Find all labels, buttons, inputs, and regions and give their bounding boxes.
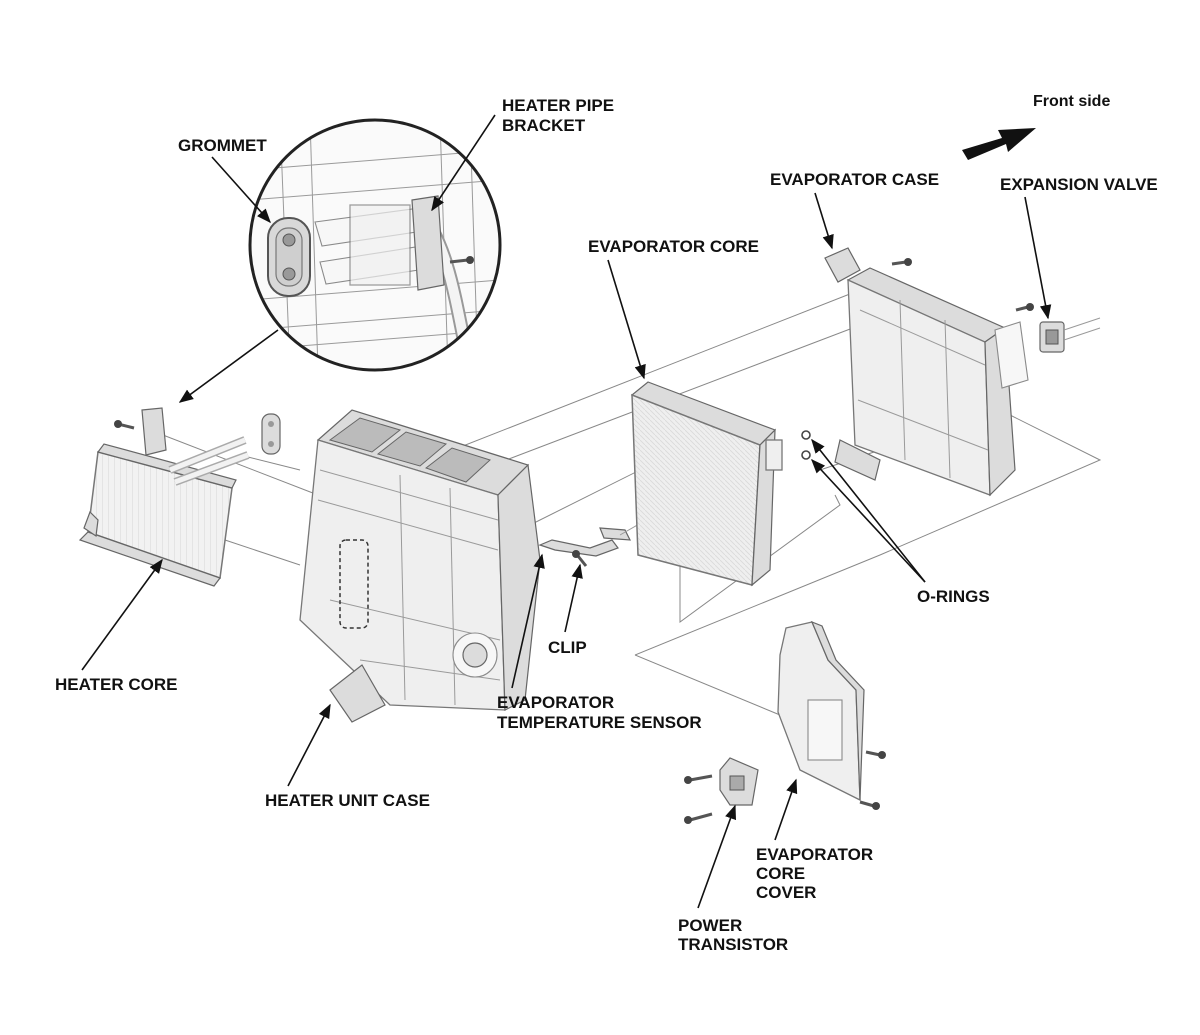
bracket-screw-icon — [449, 256, 474, 264]
power-transistor-part — [684, 757, 759, 824]
cover-screw-upper-icon — [865, 750, 886, 759]
evaporator-core-cover-label-line1: EVAPORATOR — [756, 845, 873, 864]
heater-unit-case-part — [299, 409, 541, 723]
front-side-indicator: Front side — [962, 93, 1110, 160]
evaporator-core-cover-label-line3: COVER — [756, 883, 816, 902]
o-rings-part — [801, 430, 811, 460]
transistor-screw-upper-icon — [684, 774, 713, 784]
grommet-part — [261, 413, 281, 455]
front-side-label: Front side — [1033, 93, 1110, 110]
zoom-pointer-arrow — [178, 329, 279, 403]
heater-pipe-bracket-label-line1: HEATER PIPE — [502, 96, 614, 115]
power-transistor-label-line1: POWER — [678, 916, 742, 935]
expansion-valve-screw-icon — [1015, 303, 1034, 312]
evaporator-temperature-sensor-label-line1: EVAPORATOR — [497, 693, 614, 712]
heater-core-part — [78, 407, 250, 587]
transistor-screw-lower-icon — [684, 812, 713, 824]
grommet-detail — [267, 217, 311, 297]
evaporator-core-cover-part — [777, 620, 886, 810]
evaporator-temperature-sensor-label-line2: TEMPERATURE SENSOR — [497, 713, 702, 732]
expansion-valve-label: EXPANSION VALVE — [1000, 175, 1158, 194]
evaporator-case-part — [824, 247, 1034, 497]
evaporator-core-label: EVAPORATOR CORE — [588, 237, 759, 256]
evaporator-core-cover-label-line2: CORE — [756, 864, 805, 883]
power-transistor-label-line2: TRANSISTOR — [678, 935, 788, 954]
evaporator-case-screw-icon — [891, 258, 912, 266]
heater-unit-case-label: HEATER UNIT CASE — [265, 791, 430, 810]
evaporator-case-label: EVAPORATOR CASE — [770, 170, 939, 189]
clip-part — [572, 550, 588, 567]
grommet-label: GROMMET — [178, 136, 267, 155]
assembly-guide-lines — [149, 289, 1102, 716]
heater-pipe-bracket-label-line2: BRACKET — [502, 116, 586, 135]
detail-zoom-circle — [178, 118, 502, 403]
heater-core-label: HEATER CORE — [55, 675, 177, 694]
o-rings-label: O-RINGS — [917, 587, 990, 606]
cover-screw-lower-icon — [859, 800, 880, 810]
clip-label: CLIP — [548, 638, 587, 657]
evaporator-core-part — [630, 381, 783, 587]
front-direction-arrow-icon — [962, 128, 1036, 160]
heater-core-screw-icon — [114, 420, 135, 430]
expansion-valve-part — [1039, 317, 1101, 353]
